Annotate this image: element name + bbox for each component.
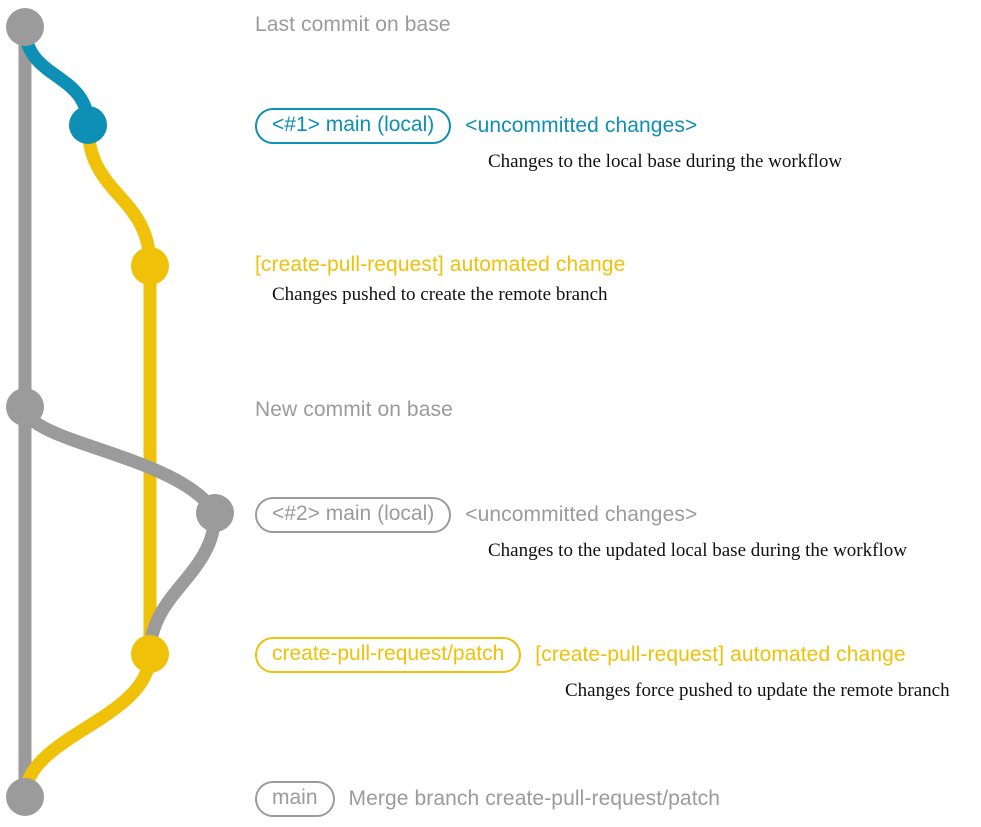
description-automated-change-2: Changes force pushed to update the remot… [565, 679, 950, 701]
caption-new-commit-on-base: New commit on base [255, 398, 453, 421]
row-new-commit-on-base: New commit on base [255, 398, 453, 422]
commit-nodes [6, 8, 234, 816]
branch-pill-main[interactable]: main [255, 781, 335, 817]
commit-message-automated-change-1: [create-pull-request] automated change [255, 253, 626, 276]
row-last-commit-on-base: Last commit on base [255, 13, 451, 37]
commit-message-local-1: <uncommitted changes> [465, 113, 698, 137]
pillrow-local-2: <#2> main (local) <uncommitted changes> [255, 497, 907, 533]
row-merge: main Merge branch create-pull-request/pa… [255, 781, 720, 817]
branch-pill-local-2[interactable]: <#2> main (local) [255, 497, 452, 533]
branch-pill-local-1[interactable]: <#1> main (local) [255, 108, 452, 144]
commit-node-local-1[interactable] [69, 106, 107, 144]
pillrow-merge: main Merge branch create-pull-request/pa… [255, 781, 720, 817]
description-automated-change-1: Changes pushed to create the remote bran… [272, 284, 608, 305]
commit-node-patch-2[interactable] [131, 635, 169, 673]
commit-message-local-2: <uncommitted changes> [465, 502, 698, 526]
commit-node-patch-1[interactable] [131, 247, 169, 285]
commit-message-merge: Merge branch create-pull-request/patch [348, 786, 721, 810]
row-automated-change-1: [create-pull-request] automated change C… [255, 253, 625, 306]
description-local-2: Changes to the updated local base during… [488, 539, 907, 561]
caption-last-commit-on-base: Last commit on base [255, 13, 451, 36]
commit-node-local-2[interactable] [196, 494, 234, 532]
row-local-1: <#1> main (local) <uncommitted changes> … [255, 108, 842, 173]
edge-local1-to-patch1 [81, 118, 157, 273]
pillrow-automated-change-2: create-pull-request/patch [create-pull-r… [255, 637, 950, 673]
commit-node-base-new[interactable] [6, 388, 44, 426]
branch-pill-create-pull-request-patch[interactable]: create-pull-request/patch [255, 637, 522, 673]
row-local-2: <#2> main (local) <uncommitted changes> … [255, 497, 907, 562]
commit-message-automated-change-2: [create-pull-request] automated change [535, 642, 906, 666]
edge-patch2-to-merge [18, 647, 157, 804]
description-local-1: Changes to the local base during the wor… [488, 150, 843, 172]
commit-node-base-head[interactable] [6, 8, 44, 46]
row-automated-change-2: create-pull-request/patch [create-pull-r… [255, 637, 950, 702]
pillrow-local-1: <#1> main (local) <uncommitted changes> [255, 108, 842, 144]
edge-local2-to-patch2 [143, 506, 222, 661]
commit-node-merge[interactable] [6, 778, 44, 816]
